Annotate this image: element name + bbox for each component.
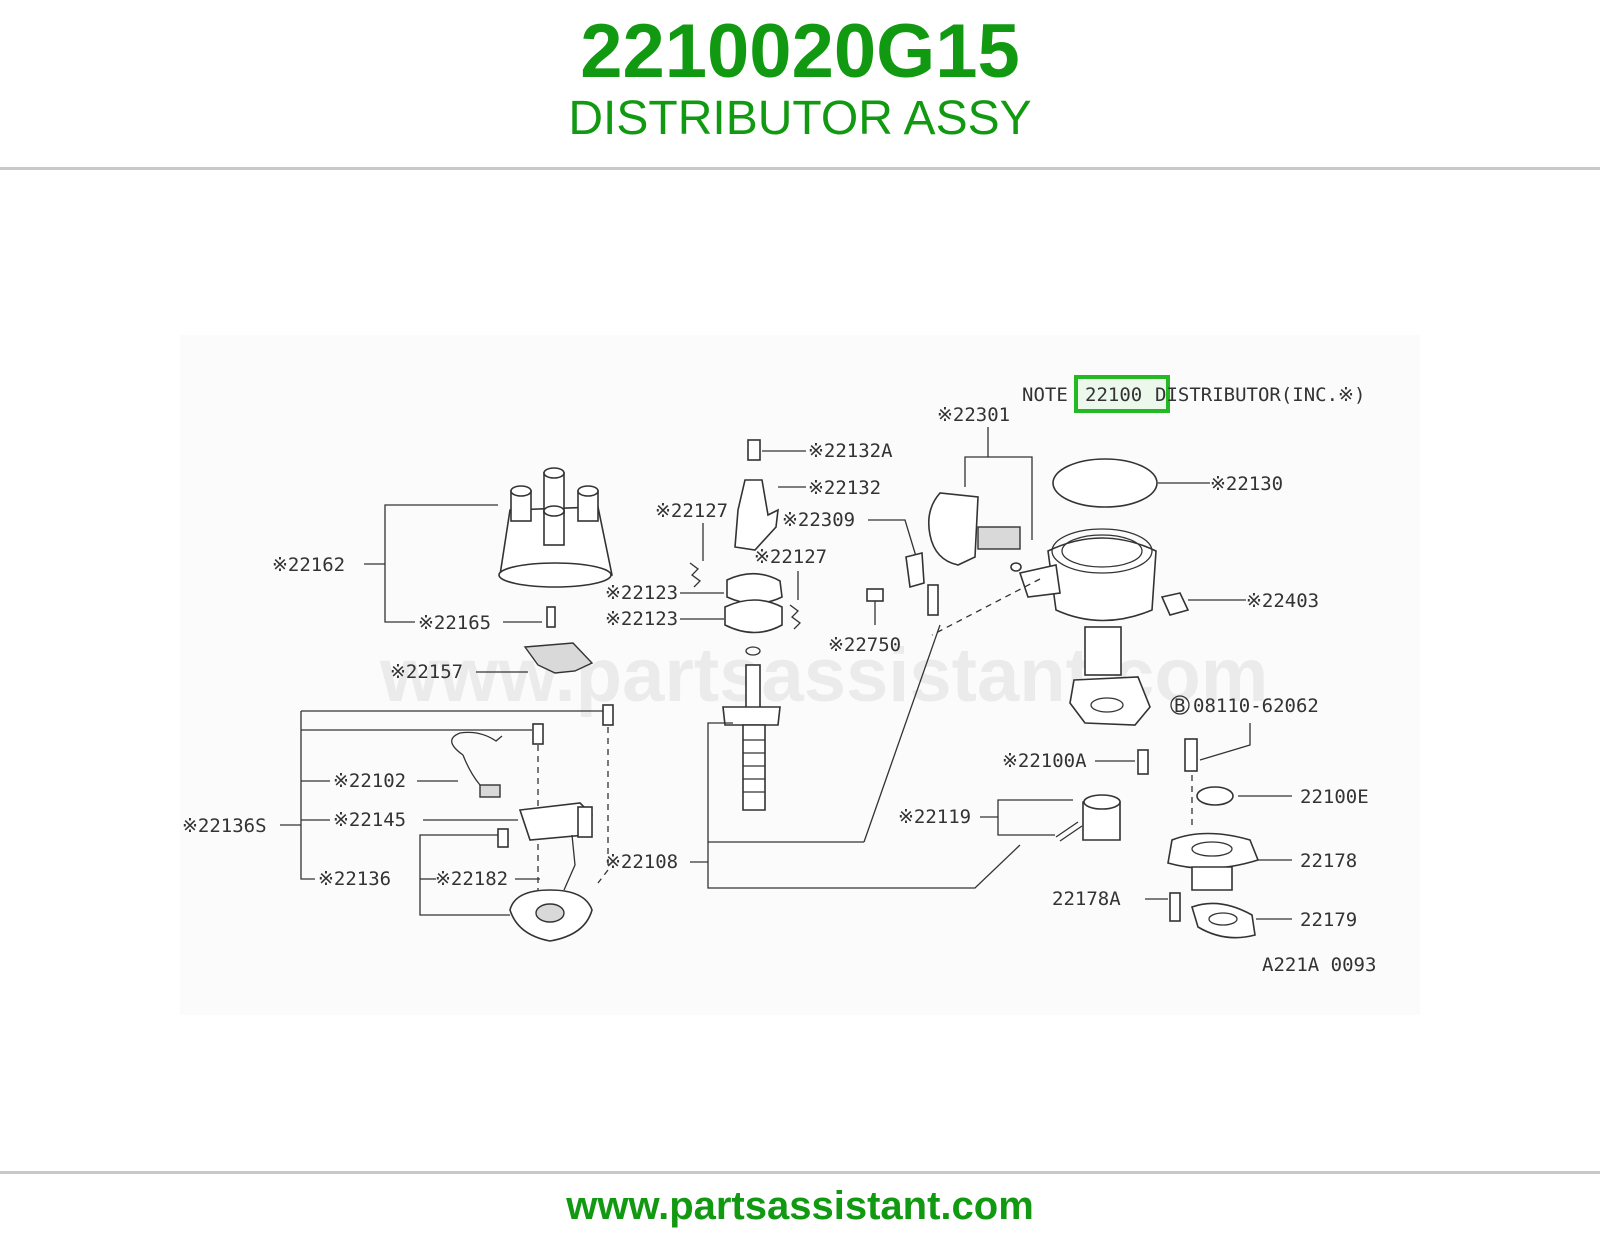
gasket-22179[interactable] <box>1191 902 1256 939</box>
connector-22403[interactable] <box>1160 592 1190 616</box>
label-22162[interactable]: ※22162 <box>272 554 345 576</box>
housing-22178[interactable] <box>1167 832 1260 870</box>
bolt-08110[interactable] <box>1184 738 1198 772</box>
note-suffix: DISTRIBUTOR(INC.※) <box>1155 384 1365 406</box>
label-22132[interactable]: ※22132 <box>808 477 881 499</box>
screw-22182[interactable] <box>497 828 509 848</box>
parts-diagram-svg: www.partsassistant.com NOTE 22100 DISTRI… <box>182 375 1376 976</box>
label-22127b[interactable]: ※22127 <box>754 546 827 568</box>
label-22136s[interactable]: ※22136S <box>182 815 267 837</box>
shaft[interactable] <box>742 724 766 811</box>
header-divider <box>0 167 1600 170</box>
vacuum-rod[interactable] <box>977 526 1021 550</box>
part-number: 2210020G15 <box>580 9 1020 94</box>
note-highlight-box[interactable] <box>1074 375 1170 413</box>
label-22136[interactable]: ※22136 <box>318 868 391 890</box>
screw-22750[interactable] <box>866 588 884 602</box>
page-header: 2210020G15 DISTRIBUTOR ASSY <box>0 0 1600 168</box>
bracket-22309[interactable] <box>905 551 925 589</box>
b-mark: B <box>1174 695 1185 717</box>
oring-22100e[interactable] <box>1196 786 1234 806</box>
label-22403[interactable]: ※22403 <box>1246 590 1319 612</box>
part-name: DISTRIBUTOR ASSY <box>568 92 1032 145</box>
label-22301[interactable]: ※22301 <box>937 404 1010 426</box>
label-22102[interactable]: ※22102 <box>333 770 406 792</box>
footer-site-link[interactable]: www.partsassistant.com <box>566 1184 1034 1228</box>
cap-pin[interactable] <box>546 606 556 628</box>
governor-weight-upper[interactable] <box>726 572 783 605</box>
label-22165[interactable]: ※22165 <box>418 612 491 634</box>
label-22178[interactable]: 22178 <box>1300 850 1357 872</box>
label-22145[interactable]: ※22145 <box>333 809 406 831</box>
label-08110[interactable]: 08110-62062 <box>1193 695 1319 717</box>
screw-22132a[interactable] <box>747 439 761 461</box>
rotor[interactable] <box>523 642 594 674</box>
footer-divider <box>0 1171 1600 1174</box>
label-22100a[interactable]: ※22100A <box>1002 750 1087 772</box>
note-highlight-number[interactable]: 22100 <box>1085 384 1142 406</box>
governor-weight-lower[interactable] <box>724 599 783 634</box>
spring-22127b[interactable] <box>789 604 801 630</box>
label-22182[interactable]: ※22182 <box>435 868 508 890</box>
bolt-22178a[interactable] <box>1169 892 1181 922</box>
label-22309[interactable]: ※22309 <box>782 509 855 531</box>
washer[interactable] <box>745 646 761 656</box>
label-22123b[interactable]: ※22123 <box>605 608 678 630</box>
screw-b[interactable] <box>602 704 614 726</box>
parts-diagram: www.partsassistant.com NOTE 22100 DISTRI… <box>180 335 1420 1015</box>
b-mark-circle <box>1170 695 1190 715</box>
shaft-plate[interactable] <box>722 706 781 726</box>
distributor-housing[interactable] <box>1047 537 1157 622</box>
governor-cam[interactable] <box>734 479 779 551</box>
label-22123a[interactable]: ※22123 <box>605 582 678 604</box>
note-prefix: NOTE <box>1022 384 1068 406</box>
label-22750[interactable]: ※22750 <box>828 634 901 656</box>
label-22178a[interactable]: 22178A <box>1052 888 1121 910</box>
housing-base[interactable] <box>1069 676 1151 726</box>
pickup-coil-wire[interactable] <box>451 731 503 756</box>
label-22100e[interactable]: 22100E <box>1300 786 1369 808</box>
label-22108[interactable]: ※22108 <box>605 851 678 873</box>
housing-neck[interactable] <box>1084 626 1122 676</box>
distributor-cap[interactable] <box>498 467 613 588</box>
label-22132a[interactable]: ※22132A <box>808 440 893 462</box>
label-22127a[interactable]: ※22127 <box>655 500 728 522</box>
shaft-upper[interactable] <box>745 664 761 711</box>
pin-22750[interactable] <box>927 584 939 616</box>
label-22157[interactable]: ※22157 <box>390 661 463 683</box>
oring-22130[interactable] <box>1052 458 1158 508</box>
label-22130[interactable]: ※22130 <box>1210 473 1283 495</box>
screw-22100a[interactable] <box>1137 749 1149 775</box>
drawing-code: A221A 0093 <box>1262 954 1376 976</box>
label-22119[interactable]: ※22119 <box>898 806 971 828</box>
pin-22119[interactable] <box>1055 821 1083 842</box>
spring-22127a[interactable] <box>689 562 701 588</box>
screw-a[interactable] <box>532 723 544 745</box>
label-22179[interactable]: 22179 <box>1300 909 1357 931</box>
pickup-coil[interactable] <box>479 784 501 798</box>
vacuum-advance[interactable] <box>927 492 979 566</box>
housing-flange[interactable] <box>1018 564 1061 598</box>
